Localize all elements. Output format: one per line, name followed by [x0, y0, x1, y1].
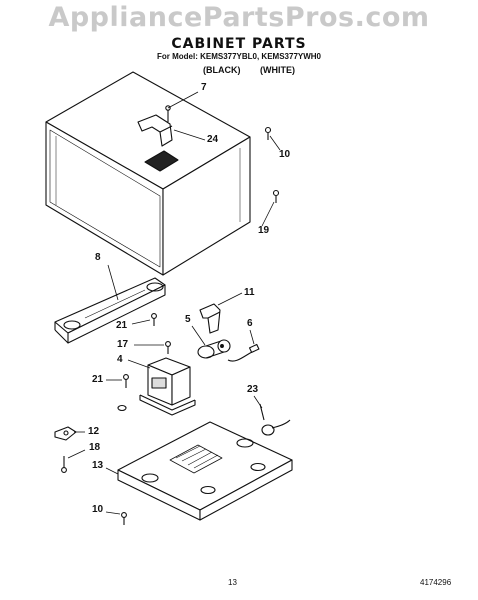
leader-lines — [67, 91, 281, 515]
variant-white: (WHITE) — [260, 65, 295, 75]
callout-19: 19 — [258, 225, 270, 236]
model-line: For Model: KEMS377YBL0, KEMS377YWH0 — [156, 52, 322, 61]
fuse-23 — [259, 403, 291, 436]
page-number: 13 — [228, 578, 237, 587]
callout-23: 23 — [247, 384, 259, 395]
screw-21-upper — [151, 313, 157, 326]
screw-10-bottom — [121, 512, 127, 525]
callout-21-lower: 21 — [92, 374, 104, 385]
callout-4: 4 — [117, 354, 123, 365]
screw-10-top — [264, 126, 272, 140]
capacitor-5 — [197, 339, 231, 359]
transformer-4 — [139, 357, 196, 416]
clip-12 — [54, 426, 77, 441]
page-title: CABINET PARTS — [171, 36, 307, 52]
watermark: AppliancePartsPros.com — [48, 2, 430, 33]
screw-21-lower — [117, 374, 129, 412]
base-rail-8 — [54, 277, 166, 344]
callout-10-bottom: 10 — [92, 504, 104, 515]
screw-19 — [272, 189, 280, 203]
callout-8: 8 — [95, 252, 101, 263]
document-number: 4174296 — [420, 578, 452, 587]
callout-6: 6 — [247, 318, 253, 329]
bracket-24 — [137, 105, 173, 147]
callout-11: 11 — [244, 287, 255, 298]
base-plate-13 — [117, 421, 293, 521]
screw-17 — [165, 341, 171, 354]
callout-7: 7 — [201, 82, 207, 93]
callout-21-upper: 21 — [116, 320, 128, 331]
diode-6 — [227, 343, 260, 362]
callout-10-top: 10 — [279, 149, 291, 160]
callout-13: 13 — [92, 460, 104, 471]
callout-17: 17 — [117, 339, 129, 350]
callout-5: 5 — [185, 314, 191, 325]
bracket-11 — [199, 303, 221, 334]
variant-black: (BLACK) — [203, 65, 241, 75]
callout-24: 24 — [207, 134, 219, 145]
cabinet-wrapper — [45, 71, 251, 276]
callout-12: 12 — [88, 426, 100, 437]
callout-18: 18 — [89, 442, 101, 453]
screw-18 — [61, 456, 67, 473]
